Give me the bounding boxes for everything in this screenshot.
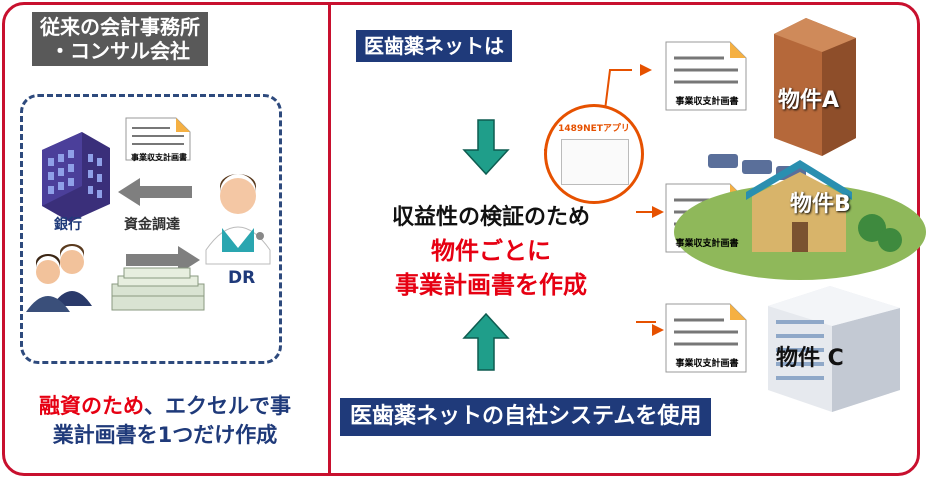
document-c-label: 事業収支計画書 — [675, 359, 739, 369]
app-circle: 1489NETアプリ — [544, 104, 644, 204]
property-b-house-icon — [674, 154, 926, 280]
document-a-label: 事業収支計画書 — [675, 97, 739, 107]
teal-up-arrow-icon — [462, 312, 510, 371]
property-c-building-icon — [768, 286, 900, 412]
app-label: 1489NETアプリ — [558, 124, 630, 134]
property-a-label: 物件A — [778, 88, 840, 113]
caption-line2: 業計画書を1つだけ作成 — [52, 423, 278, 447]
document-b-label: 事業収支計画書 — [675, 239, 739, 249]
app-screen-thumbnail — [561, 139, 629, 185]
property-c-label: 物件 C — [776, 346, 844, 371]
arrow-left-icon — [118, 178, 192, 206]
document-a-icon — [665, 41, 747, 111]
left-document-label: 事業収支計画書 — [131, 153, 187, 162]
people-icon — [26, 244, 92, 312]
left-document-icon — [125, 117, 191, 161]
property-b-label: 物件B — [790, 192, 851, 217]
funding-label: 資金調達 — [124, 217, 180, 233]
caption-line1-rest: 、エクセルで事 — [144, 394, 291, 418]
money-icon — [111, 267, 205, 311]
bottom-banner: 医歯薬ネットの自社システムを使用 — [340, 398, 712, 436]
panel-divider — [328, 4, 331, 476]
main-line2: 物件ごとに — [431, 237, 551, 265]
caption-red-text: 融資のため — [39, 394, 144, 418]
bank-label: 銀行 — [54, 217, 82, 233]
arrow-right-icon — [126, 246, 200, 274]
left-panel-title: 従来の会計事務所 ・コンサル会社 — [32, 12, 208, 66]
document-c-icon — [665, 303, 747, 373]
top-banner: 医歯薬ネットは — [356, 30, 512, 62]
dr-label: DR — [228, 268, 256, 288]
left-title-line2: ・コンサル会社 — [50, 39, 190, 63]
bank-building-icon — [42, 132, 110, 222]
property-a-building-icon — [774, 18, 856, 156]
doctor-icon — [205, 174, 271, 265]
left-caption: 融資のため、エクセルで事 業計画書を1つだけ作成 — [10, 392, 320, 450]
main-line1: 収益性の検証のため — [391, 205, 590, 230]
teal-down-left-arrow-icon — [462, 119, 510, 176]
left-title-line1: 従来の会計事務所 — [40, 15, 200, 39]
traditional-flow-box — [20, 94, 282, 364]
main-message: 収益性の検証のため 物件ごとに 事業計画書を作成 — [346, 202, 636, 302]
main-line3: 事業計画書を作成 — [395, 271, 587, 299]
